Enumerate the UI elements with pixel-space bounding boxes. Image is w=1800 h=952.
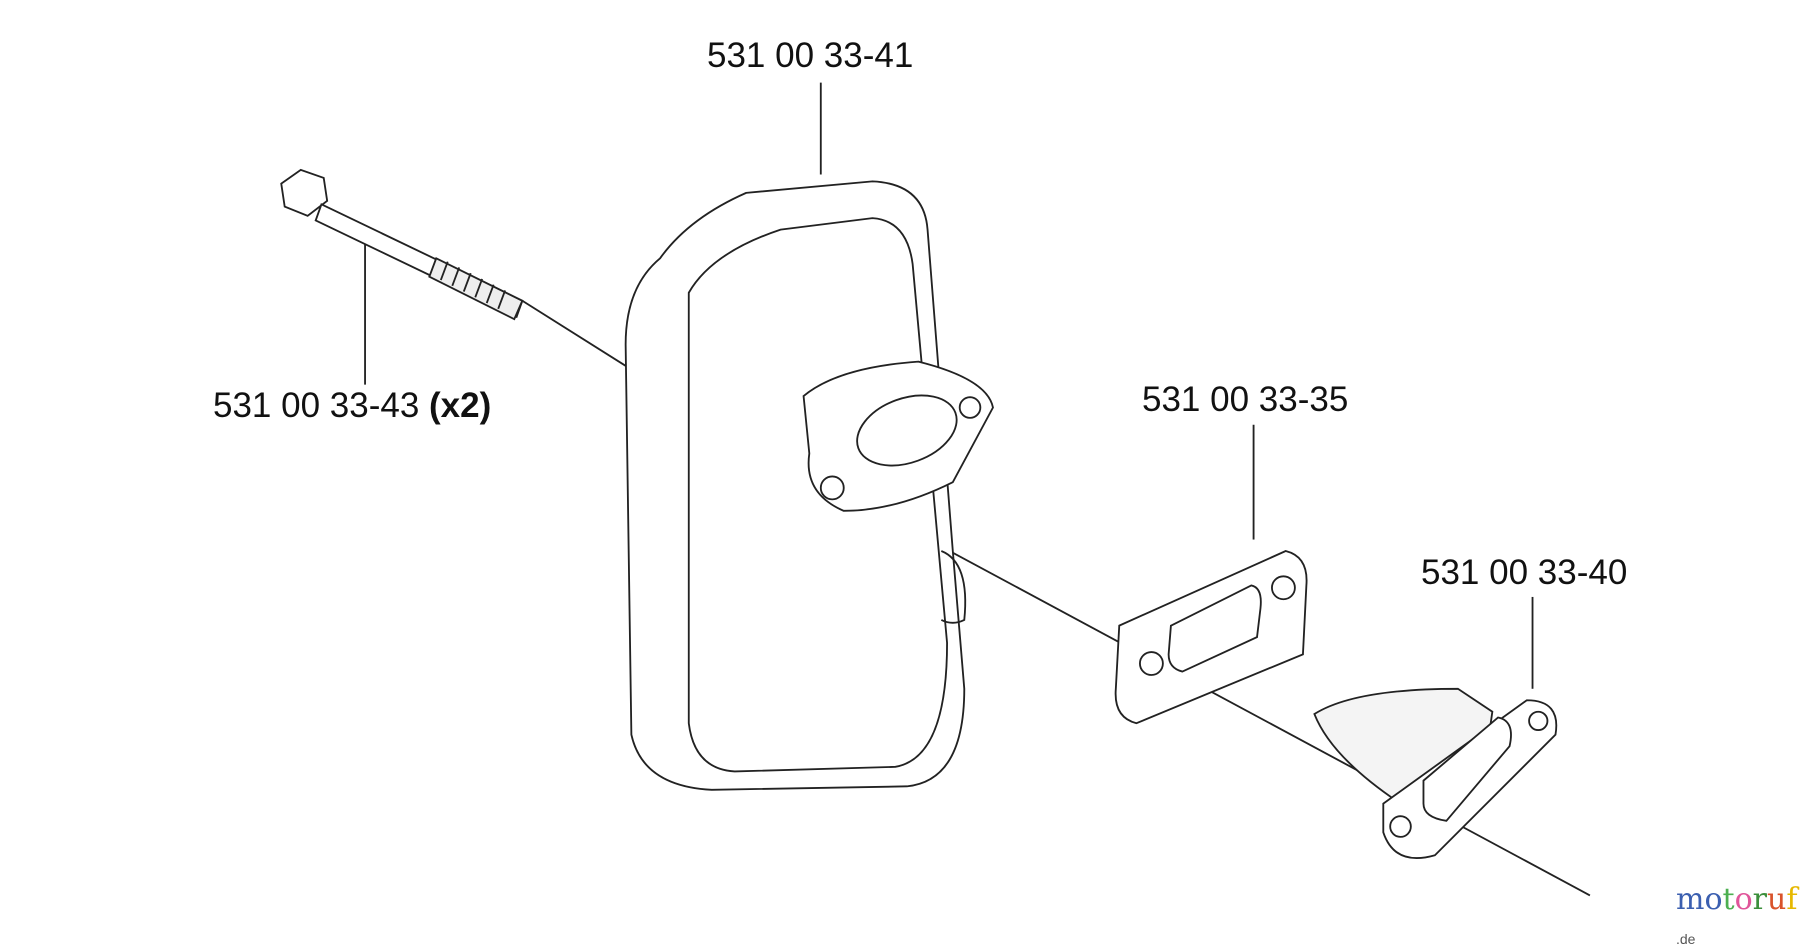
gasket [1114,550,1308,725]
part-number: 531 00 33-41 [707,36,914,75]
part-label-muffler: 531 00 33-41 [707,36,913,76]
bolt [280,168,524,321]
spark-arrestor [1313,687,1558,859]
part-number: 531 00 33-35 [1142,380,1349,419]
part-label-spark-arrestor: 531 00 33-40 [1421,553,1627,593]
part-number: 531 00 33-43 [213,386,420,425]
part-quantity: (x2) [429,386,492,425]
watermark-logo: motoruf.de [1676,882,1798,947]
exploded-diagram [280,82,1591,897]
part-number: 531 00 33-40 [1421,553,1628,592]
muffler [624,180,994,791]
part-label-gasket: 531 00 33-35 [1142,380,1348,420]
part-label-bolt: 531 00 33-43 (x2) [213,386,491,426]
axis-line-bolt [521,299,638,374]
